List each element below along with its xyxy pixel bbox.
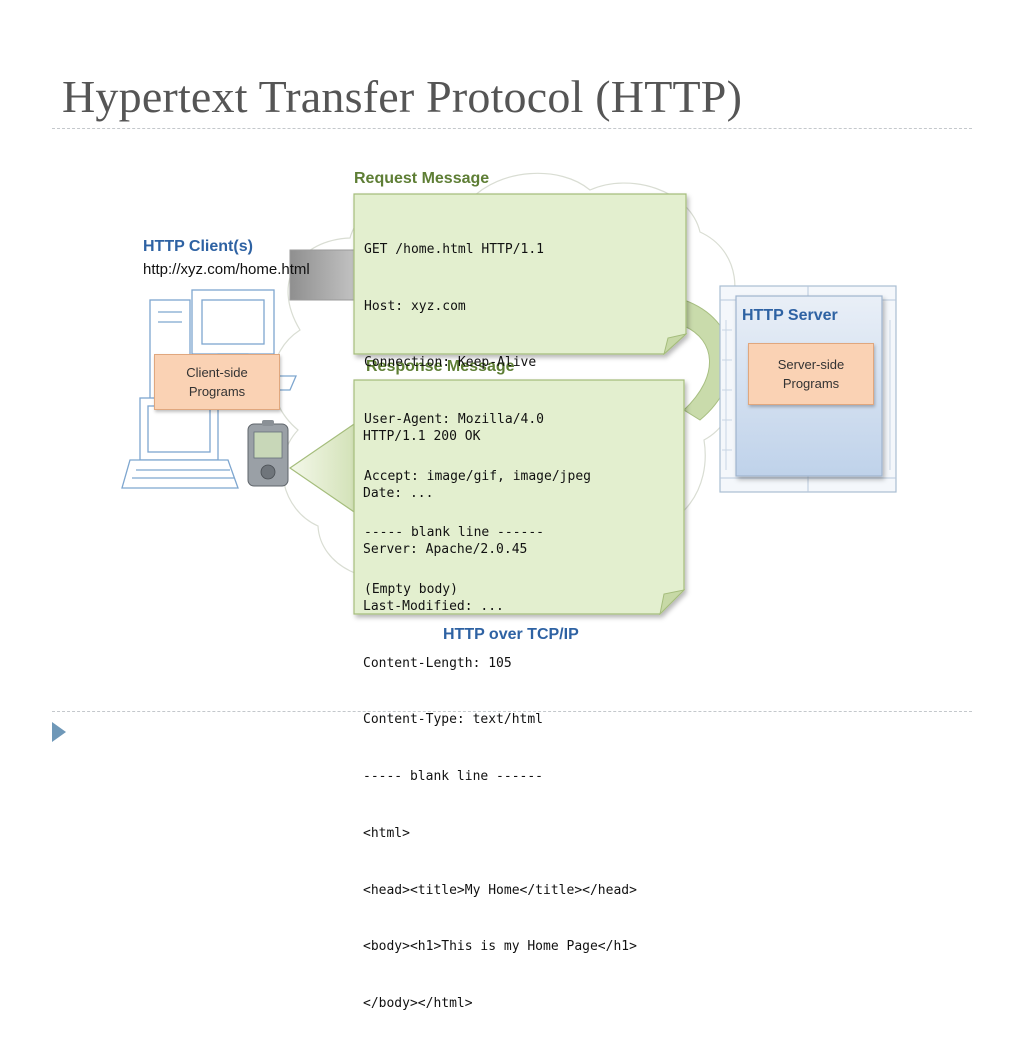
- request-line: User-Agent: Mozilla/4.0: [364, 411, 545, 427]
- request-line: Accept: image/gif, image/jpeg: [364, 468, 591, 484]
- response-line: <html>: [363, 825, 410, 841]
- http-server-heading: HTTP Server: [742, 307, 838, 324]
- response-line: Date: ...: [363, 485, 434, 501]
- http-diagram: Request Message Response Message HTTP Cl…: [121, 170, 897, 1011]
- response-line: <head><title>My Home</title></head>: [363, 882, 637, 898]
- response-line: ----- blank line ------: [363, 769, 544, 785]
- request-line: Connection: Keep-Alive: [364, 355, 537, 371]
- server-side-programs-label: Server-side Programs: [777, 357, 845, 391]
- response-message-text: HTTP/1.1 200 OK Date: ... Server: Apache…: [363, 390, 637, 1052]
- footer-divider: [52, 711, 972, 712]
- response-line: Last-Modified: ...: [363, 598, 504, 614]
- response-line: <body><h1>This is my Home Page</h1>: [363, 939, 637, 955]
- http-client-heading: HTTP Client(s): [143, 238, 253, 255]
- response-line: Content-Type: text/html: [363, 712, 544, 728]
- title-divider: [52, 128, 972, 129]
- phone-icon: [247, 420, 289, 487]
- response-line: HTTP/1.1 200 OK: [363, 428, 481, 444]
- request-message-heading: Request Message: [354, 170, 490, 187]
- request-line: ----- blank line ------: [364, 525, 545, 541]
- response-line: Content-Length: 105: [363, 655, 512, 671]
- bullet-triangle-icon: [52, 722, 66, 742]
- slide-title: Hypertext Transfer Protocol (HTTP): [62, 71, 743, 122]
- request-line: GET /home.html HTTP/1.1: [364, 241, 545, 257]
- response-line: Server: Apache/2.0.45: [363, 542, 528, 558]
- client-url: http://xyz.com/home.html: [143, 261, 310, 278]
- transport-label: HTTP over TCP/IP: [443, 626, 579, 643]
- client-laptop-icon: [121, 397, 239, 489]
- client-side-programs-label: Client-side Programs: [186, 365, 248, 399]
- response-line: </body></html>: [363, 996, 473, 1011]
- request-box-shape: [353, 193, 688, 356]
- request-message-text: GET /home.html HTTP/1.1 Host: xyz.com Co…: [364, 203, 591, 638]
- client-side-programs-box: Client-side Programs: [154, 354, 280, 410]
- server-side-programs-box: Server-side Programs: [748, 343, 874, 405]
- response-message-heading: Response Message: [366, 358, 515, 375]
- response-box-shape: [353, 379, 686, 616]
- request-line: Host: xyz.com: [364, 298, 466, 314]
- request-line: (Empty body): [364, 582, 458, 598]
